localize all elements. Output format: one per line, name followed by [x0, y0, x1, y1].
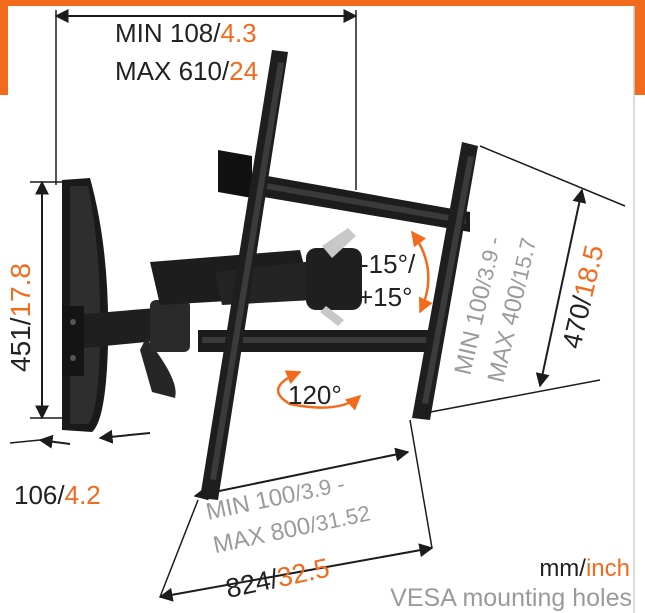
height-mm: 451/ [5, 317, 36, 372]
swivel-label: 120° [288, 380, 342, 410]
depth-label: 106/4.2 [14, 480, 101, 510]
top-min-label: MIN 108/4.3 [115, 18, 257, 48]
height-in: 17.8 [5, 263, 36, 318]
tv-bracket-back [412, 142, 478, 420]
top-min-in: 4.3 [221, 18, 257, 48]
height-label: 451/17.8 [5, 263, 36, 372]
top-max-label: MAX 610/24 [115, 56, 258, 86]
top-max-in: 24 [229, 56, 258, 86]
tilt-pos-label: +15° [358, 282, 413, 312]
unit-inch: inch [586, 555, 630, 582]
unit-legend: mm/inch [539, 555, 630, 582]
depth-mm: 106/ [14, 480, 65, 510]
top-min-mm: MIN 108/ [115, 18, 221, 48]
vesa-caption: VESA mounting holes [390, 584, 632, 612]
plate-height-label: 470/18.5 [557, 242, 610, 351]
depth-in: 4.2 [65, 480, 101, 510]
wall-plate [62, 178, 109, 432]
tv-rails [198, 150, 470, 352]
tilt-neg-label: -15°/ [360, 249, 416, 279]
rotation-arrows [277, 230, 433, 411]
tv-bracket-front [200, 50, 288, 500]
unit-mm: mm/ [539, 555, 586, 582]
top-max-mm: MAX 610/ [115, 56, 230, 86]
dimension-lines [9, 9, 626, 602]
